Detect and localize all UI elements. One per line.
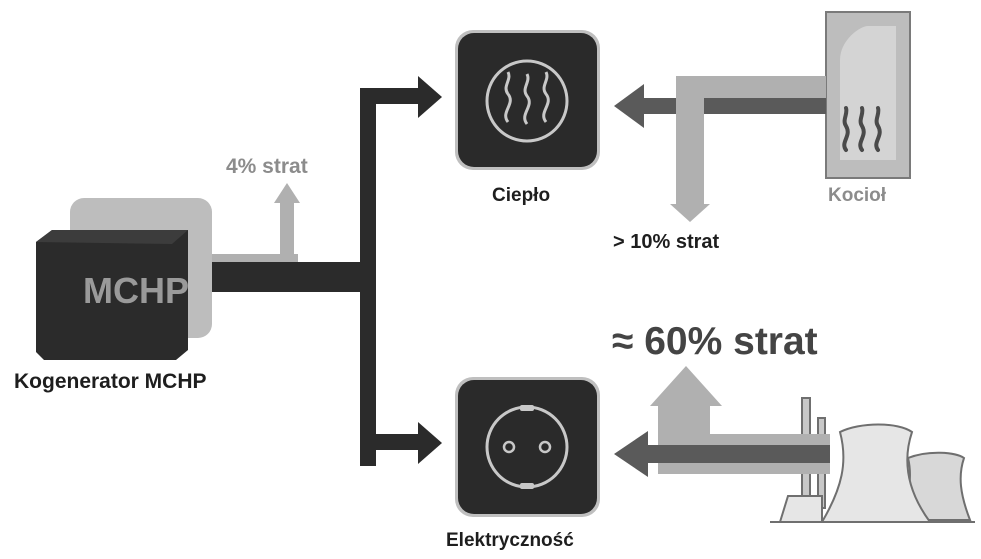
electricity-icon-tile xyxy=(455,377,600,517)
mchp-loss-arrow xyxy=(212,183,300,268)
power-plant-loss-label: ≈ 60% strat xyxy=(612,320,818,363)
heat-label: Ciepło xyxy=(492,185,551,206)
boiler-loss-label: > 10% strat xyxy=(613,231,720,253)
mchp-loss-label: 4% strat xyxy=(226,155,308,178)
boiler-flow-arrow xyxy=(614,76,826,222)
mchp-cube-icon: MCHP xyxy=(36,198,212,360)
electricity-label: Elektryczność xyxy=(446,530,574,551)
mchp-box-text: MCHP xyxy=(83,270,189,311)
main-energy-flow xyxy=(212,76,442,466)
cogenerator-label: Kogenerator MCHP xyxy=(14,370,207,393)
power-socket-icon xyxy=(485,405,569,489)
plant-flow-arrow xyxy=(614,366,830,477)
boiler-label: Kocioł xyxy=(828,185,887,206)
flame-waves-icon xyxy=(485,59,569,143)
boiler-icon xyxy=(825,11,911,179)
heat-icon-tile xyxy=(455,30,600,170)
